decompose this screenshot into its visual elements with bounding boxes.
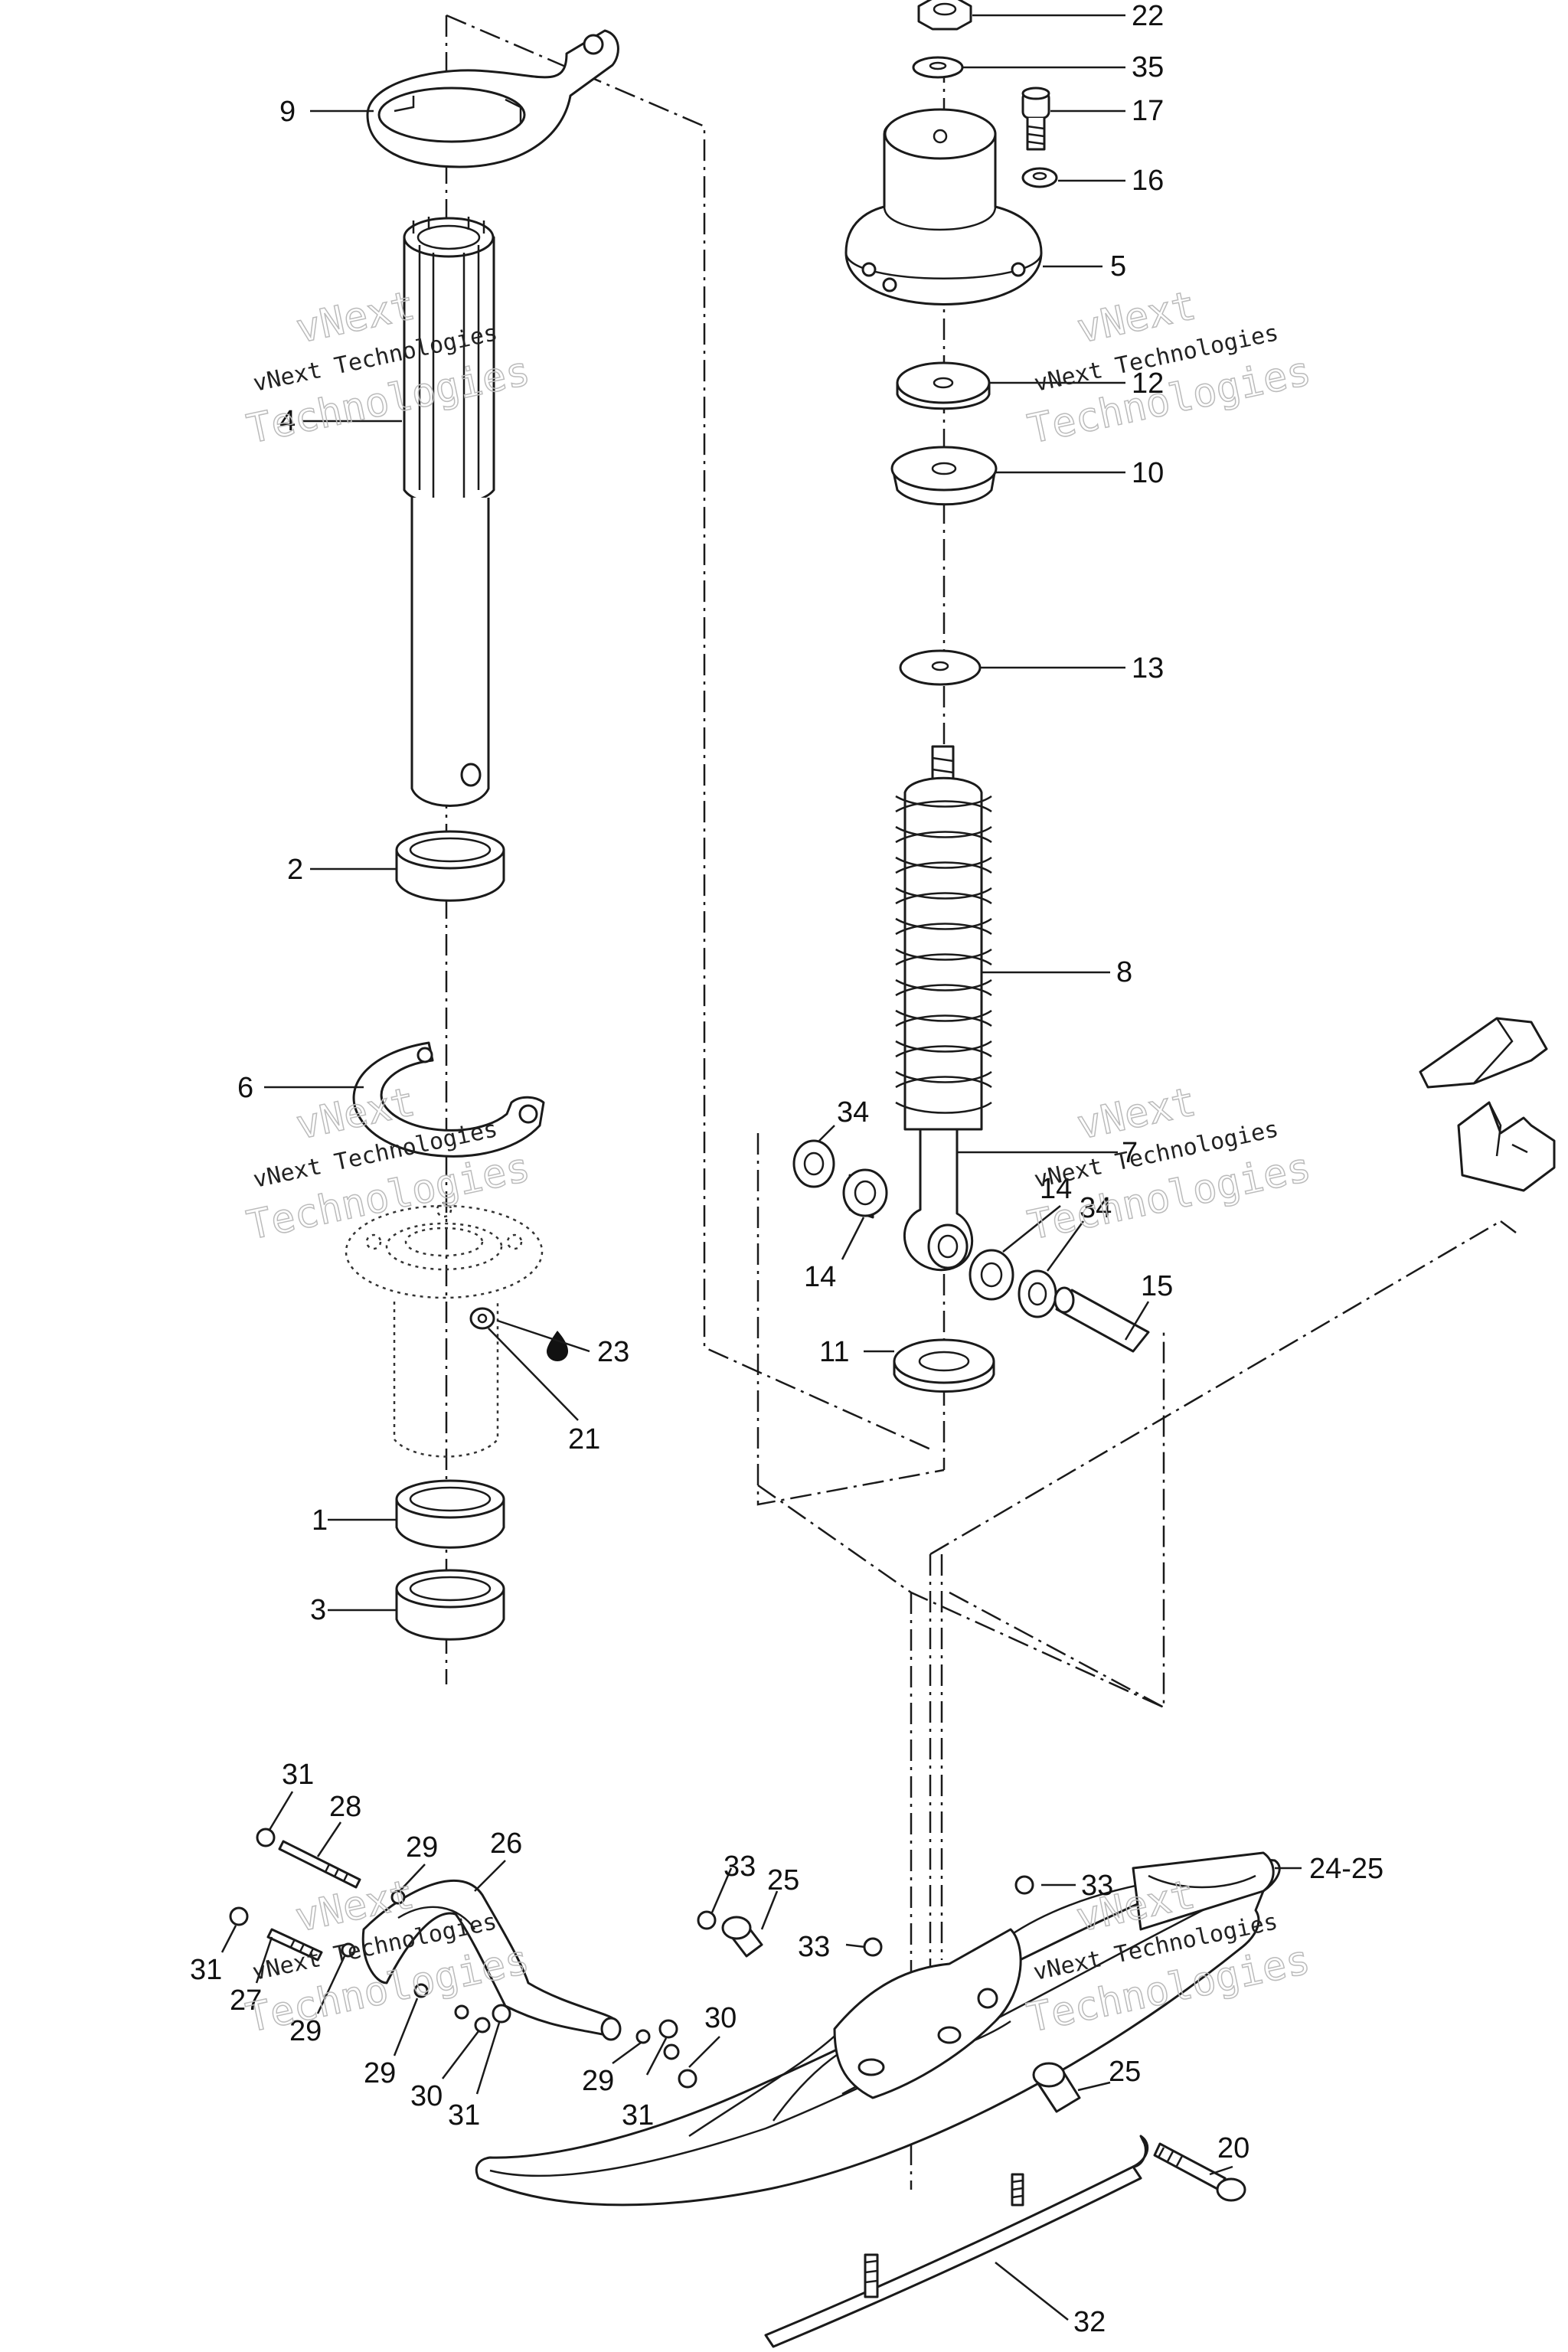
callout-29-c: 29 bbox=[364, 2057, 396, 2089]
callout-17: 17 bbox=[1132, 95, 1164, 127]
part-16-washer bbox=[1021, 167, 1058, 188]
part-1-bushing bbox=[395, 1479, 505, 1549]
part-11-spacer bbox=[893, 1338, 995, 1393]
part-26-handle bbox=[361, 1879, 622, 2041]
callout-9: 9 bbox=[279, 96, 296, 128]
callout-14-left: 14 bbox=[804, 1261, 836, 1293]
callout-21: 21 bbox=[568, 1423, 600, 1455]
grease-drop-icon bbox=[547, 1331, 568, 1361]
callout-5: 5 bbox=[1110, 250, 1126, 283]
callout-23: 23 bbox=[597, 1336, 629, 1368]
part-34-washer-left bbox=[792, 1139, 835, 1188]
callout-14-right: 14 bbox=[1040, 1173, 1072, 1205]
callout-22: 22 bbox=[1132, 0, 1164, 32]
part-35-washer bbox=[912, 56, 964, 79]
part-3-bushing bbox=[395, 1569, 505, 1641]
callout-31-a: 31 bbox=[282, 1759, 314, 1791]
part-10-bump-stop bbox=[890, 446, 998, 506]
watermarks: vNext vNext Technologies Technologies vN… bbox=[242, 282, 1315, 2042]
part-2-bushing bbox=[395, 830, 505, 902]
part-14-bushing-left bbox=[842, 1168, 888, 1219]
callout-24-25: 24-25 bbox=[1309, 1853, 1383, 1885]
callout-7: 7 bbox=[1122, 1137, 1138, 1169]
part-12-washer bbox=[896, 361, 991, 410]
callout-29-b: 29 bbox=[289, 2015, 322, 2047]
callout-33-a: 33 bbox=[724, 1851, 756, 1883]
part-14-bushing-right bbox=[969, 1249, 1014, 1301]
callout-30-b: 30 bbox=[704, 2002, 737, 2034]
part-17-bolt bbox=[1021, 87, 1050, 151]
callout-4: 4 bbox=[279, 405, 296, 437]
part-20-bolt bbox=[1153, 2142, 1246, 2202]
part-13-washer bbox=[899, 649, 982, 686]
part-15-pin bbox=[1054, 1286, 1150, 1353]
phantom-steering-housing bbox=[345, 1201, 544, 1458]
callout-34-left: 34 bbox=[837, 1096, 869, 1129]
part-6-circlip bbox=[352, 1041, 545, 1158]
callout-31-c: 31 bbox=[448, 2099, 480, 2132]
part-4-steering-column bbox=[403, 217, 495, 807]
part-25-bushing-right bbox=[1032, 2062, 1081, 2113]
part-24-25-ski bbox=[475, 1851, 1281, 2207]
callout-25-a: 25 bbox=[767, 1864, 799, 1896]
part-21-grease-fitting bbox=[469, 1307, 495, 1330]
part-32-wear-bar bbox=[764, 2135, 1149, 2348]
callout-13: 13 bbox=[1132, 652, 1164, 684]
callout-35: 35 bbox=[1132, 51, 1164, 83]
callout-10: 10 bbox=[1132, 457, 1164, 489]
callout-3: 3 bbox=[310, 1594, 326, 1626]
callout-labels: 22 35 17 16 5 12 10 13 8 7 34 14 14 34 1… bbox=[190, 0, 1383, 2338]
ski-bracket-kit bbox=[1419, 1017, 1556, 1192]
callout-29-a: 29 bbox=[406, 1831, 438, 1864]
part-22-nut bbox=[917, 0, 972, 31]
callout-6: 6 bbox=[237, 1072, 253, 1104]
callout-26: 26 bbox=[490, 1828, 522, 1860]
callout-20: 20 bbox=[1217, 2132, 1250, 2164]
part-5-shock-mount bbox=[844, 108, 1043, 305]
callout-28: 28 bbox=[329, 1791, 361, 1823]
callout-33-c: 33 bbox=[1081, 1870, 1113, 1902]
callout-8: 8 bbox=[1116, 956, 1132, 988]
callout-1: 1 bbox=[312, 1504, 328, 1537]
callout-27: 27 bbox=[230, 1984, 262, 2017]
callout-32: 32 bbox=[1073, 2306, 1106, 2338]
part-9-spanner-wrench bbox=[366, 29, 619, 168]
callout-12: 12 bbox=[1132, 368, 1164, 400]
part-34-washer-right bbox=[1018, 1269, 1057, 1318]
part-25-bushing-left bbox=[721, 1916, 763, 1958]
small-hardware bbox=[229, 1828, 1034, 2089]
callout-16: 16 bbox=[1132, 165, 1164, 197]
callout-34-right: 34 bbox=[1080, 1192, 1112, 1224]
leader-lines bbox=[220, 14, 1302, 2321]
callout-29-d: 29 bbox=[582, 2065, 614, 2097]
callout-11: 11 bbox=[819, 1336, 849, 1368]
callout-2: 2 bbox=[287, 854, 303, 886]
callout-31-b: 31 bbox=[190, 1954, 222, 1986]
callout-30-a: 30 bbox=[410, 2080, 443, 2112]
callout-31-d: 31 bbox=[622, 2099, 654, 2132]
callout-25-b: 25 bbox=[1109, 2056, 1141, 2088]
part-8-shock-absorber bbox=[895, 745, 992, 1131]
callout-15: 15 bbox=[1141, 1270, 1173, 1302]
part-7-shock-eyelet bbox=[903, 1128, 974, 1272]
callout-33-b: 33 bbox=[798, 1931, 830, 1963]
